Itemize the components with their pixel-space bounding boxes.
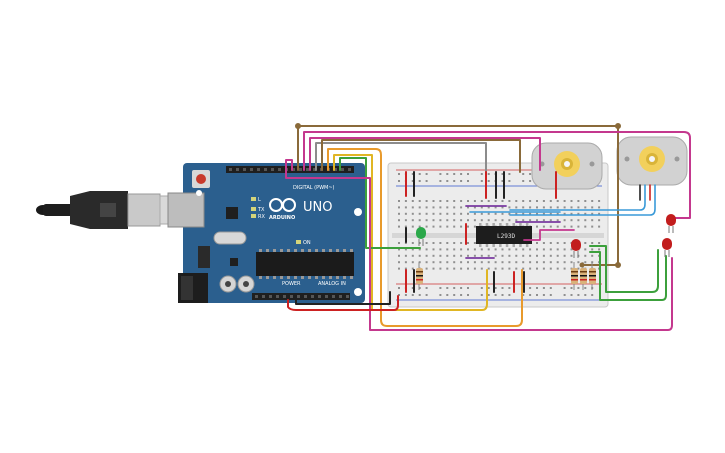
wire-red [287,295,399,311]
rx-label: RX [258,214,265,220]
arduino-logo: ARDUINO [269,198,296,221]
wire-junctions [295,123,621,268]
tx-led [251,207,256,211]
power-label: POWER [282,281,301,287]
led-red-right-2[interactable] [662,238,672,257]
wire-green [339,157,421,249]
wire-magenta [303,131,691,219]
wire-green-right-1 [589,245,659,293]
wire-orange [327,148,523,327]
mounting-hole [354,208,362,216]
rx-led [251,214,256,218]
atmega-chip [256,252,354,276]
led-red-breadboard[interactable] [571,239,581,258]
l-label: L [258,197,261,203]
mounting-hole [354,288,362,296]
tx-label: TX [257,207,265,213]
wire-magenta-ic [523,229,575,241]
wire-gray [315,142,487,173]
wire-black [295,291,391,305]
l293d-ic[interactable]: L293D [476,223,532,247]
wire-yellow [333,154,488,311]
dc-motor-left[interactable] [531,142,603,190]
reset-button-cap[interactable] [196,174,206,184]
led-red-right-1[interactable] [666,214,676,233]
wire-green-right-2 [589,251,667,301]
digital-header[interactable] [226,166,354,173]
board-model-label: UNO [303,200,332,215]
power-analog-header[interactable] [252,293,350,300]
crystal-oscillator [213,231,247,245]
dc-motor-right[interactable] [616,136,688,186]
mounting-hole [196,190,202,196]
resistor-right-1[interactable] [571,262,578,290]
resistor-right-3[interactable] [589,262,596,290]
on-led [296,240,301,244]
usb-jack [167,192,205,228]
l-led [251,197,256,201]
wire-blue-2 [509,184,656,216]
wire-brown-2 [321,139,521,173]
analog-label: ANALOG IN [318,281,346,287]
usb-chip [226,207,238,219]
wire-magenta-bottom [285,159,673,331]
wire-magenta-short [309,137,541,171]
on-label: ON [303,240,311,246]
digital-label: DIGITAL (PWM~) [293,185,335,191]
arduino-uno-board[interactable]: L TX RX ON ARDUINO UNO DIGITAL (PWM~) PO… [167,163,365,303]
svg-text:ARDUINO: ARDUINO [269,215,295,221]
led-green[interactable] [416,227,426,246]
resistor-left[interactable] [416,262,423,290]
ic-label: L293D [497,233,515,240]
wire-blue-1 [509,184,646,211]
regulator [198,246,210,268]
